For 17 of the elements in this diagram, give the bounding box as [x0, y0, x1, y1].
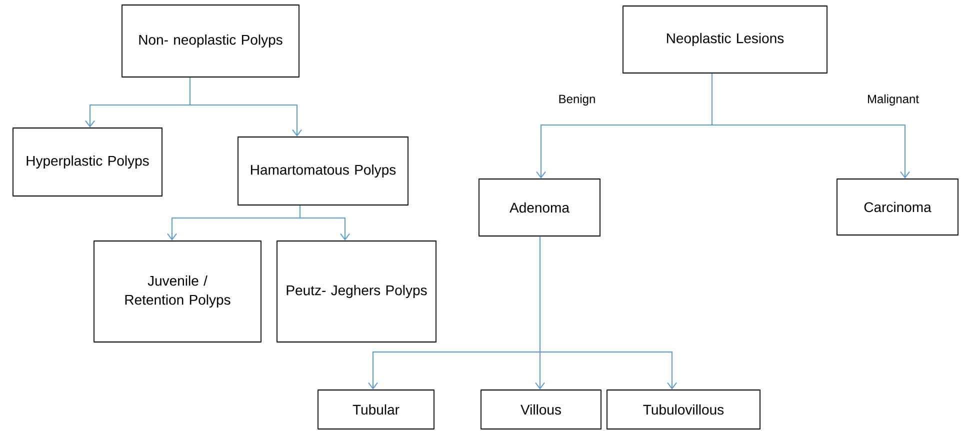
label-box: Adenoma: [478, 178, 600, 236]
label-box: Neoplastic Lesions: [622, 6, 828, 74]
label-box: Villous: [480, 390, 602, 430]
arrow: [190, 76, 302, 137]
label-box: Tubular: [318, 390, 434, 430]
arrow: [712, 72, 910, 179]
label-box: Peutz- Jeghers Polyps: [276, 240, 436, 342]
arrow: [540, 236, 677, 390]
label-box: Tubulovillous: [606, 390, 760, 430]
label-box: Hamartomatous Polyps: [238, 136, 408, 206]
label-box: Carcinoma: [836, 178, 958, 236]
edge-label: Benign: [557, 93, 597, 107]
label-box: Juvenile / Retention Polyps: [94, 240, 262, 342]
edge-label: Malignant: [866, 93, 920, 107]
label-box: Non- neoplastic Polyps: [122, 4, 300, 78]
arrow: [300, 204, 350, 241]
label-box: Hyperplastic Polyps: [12, 128, 162, 196]
